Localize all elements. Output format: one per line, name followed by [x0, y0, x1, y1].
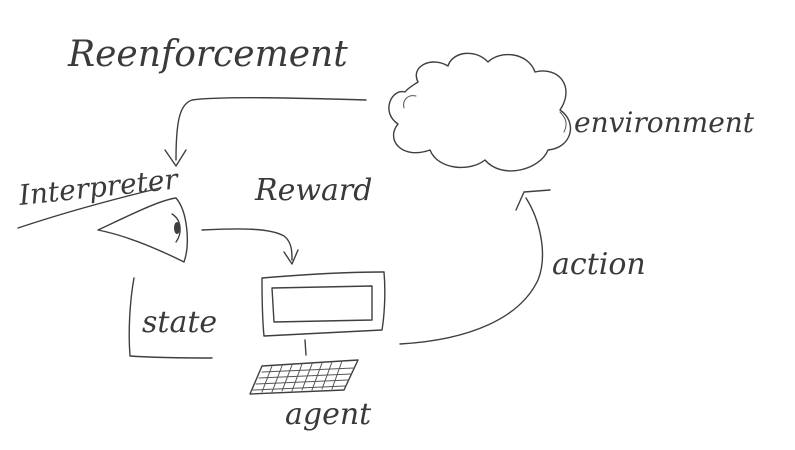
diagram-title: Reenforcement: [67, 34, 348, 75]
environment-to-interpreter-arrow: [164, 96, 367, 167]
cloud-icon: [388, 52, 572, 172]
state-label: state: [142, 305, 217, 340]
reward-arrow: [201, 228, 299, 265]
action-arrow: [399, 189, 551, 345]
keyboard-icon: [249, 359, 359, 395]
environment-label: environment: [574, 106, 755, 139]
reward-label: Reward: [254, 173, 372, 208]
computer-icon: [261, 271, 386, 356]
state-bracket: [128, 277, 213, 359]
action-label: action: [552, 247, 646, 282]
eye-icon: [97, 197, 188, 263]
agent-label: agent: [285, 397, 372, 432]
interpreter-underline: [17, 187, 161, 229]
interpreter-label: Interpreter: [16, 162, 181, 212]
